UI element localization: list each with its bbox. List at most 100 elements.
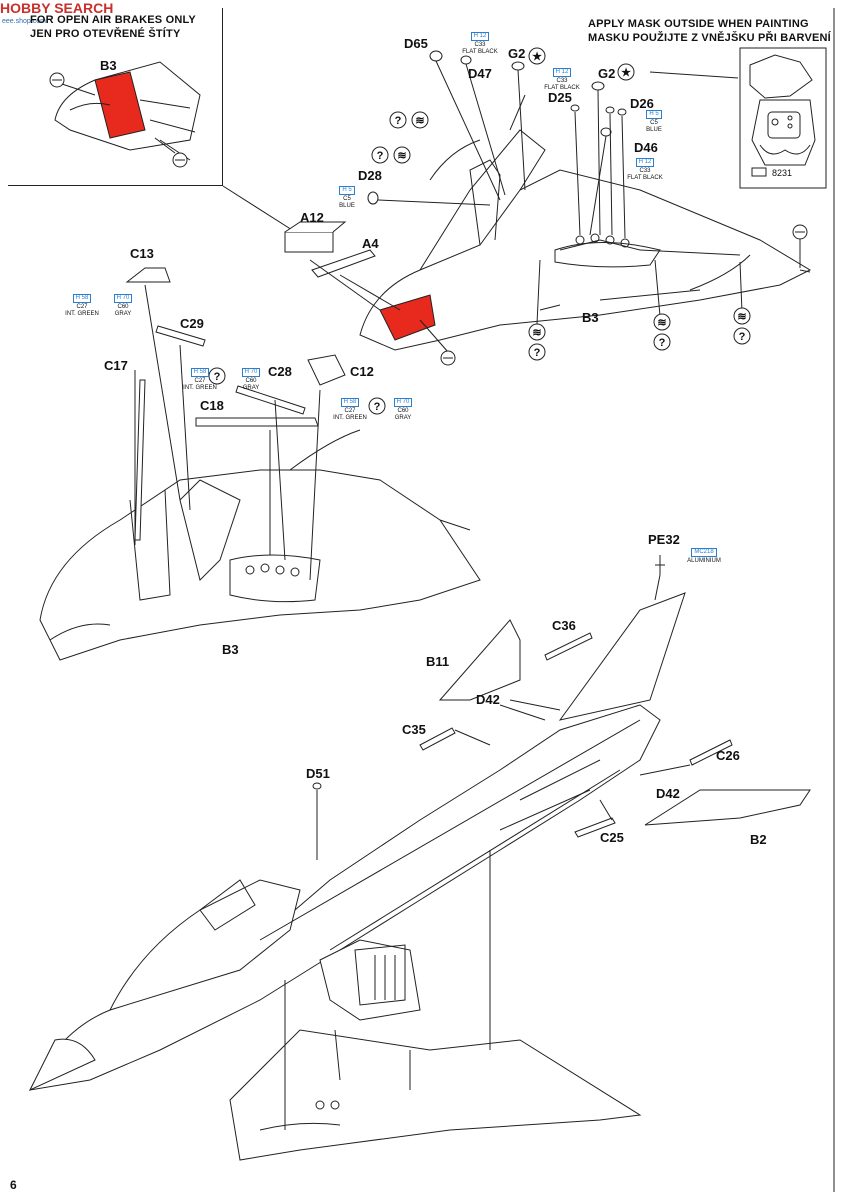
paint-code-2: C33 — [639, 168, 651, 174]
paint-name: GRAY — [242, 385, 260, 391]
decal-stripes-icon: ≋ — [532, 327, 541, 339]
paint-name: FLAT BLACK — [627, 175, 663, 181]
paint-name: INT. GREEN — [333, 415, 367, 421]
paint-callout-d65: H 12 C33 FLAT BLACK — [460, 32, 500, 56]
label-d28: D28 — [358, 168, 382, 183]
paint-callout-c28-gray: H 70 C60 GRAY — [236, 368, 266, 392]
decal-stripes-icon: ≋ — [737, 311, 746, 323]
paint-code-2: C5 — [650, 120, 658, 126]
label-d46: D46 — [634, 140, 658, 155]
star-insignia-icon: ★ — [621, 67, 631, 79]
label-a12: A12 — [300, 210, 324, 225]
paint-code-2: C27 — [194, 378, 206, 384]
label-d51: D51 — [306, 766, 330, 781]
paint-code: H 58 — [72, 294, 92, 303]
paint-code: H 12 — [552, 68, 572, 77]
paint-code: MC218 — [691, 548, 717, 557]
label-d25: D25 — [548, 90, 572, 105]
paint-code: H 70 — [241, 368, 261, 377]
inset-panel — [8, 8, 223, 186]
paint-code: H 12 — [635, 158, 655, 167]
label-b3-top: B3 — [582, 310, 599, 325]
paint-code-2: C60 — [117, 304, 129, 310]
mask-sheet-number: 8231 — [772, 168, 793, 178]
label-c25: C25 — [600, 830, 624, 845]
paint-callout-c12-green: H 58 C27 INT. GREEN — [330, 398, 370, 422]
label-c26: C26 — [716, 748, 740, 763]
aircraft-drawing — [28, 555, 811, 1161]
help-circle-icon: ? — [534, 347, 541, 359]
paint-name: FLAT BLACK — [544, 85, 580, 91]
paint-name: ALUMINIUM — [687, 558, 721, 564]
label-c17: C17 — [104, 358, 128, 373]
help-circle-icon: ? — [395, 115, 402, 127]
paint-callout-c13-green: H 58 C27 INT. GREEN — [62, 294, 102, 318]
label-c29: C29 — [180, 316, 204, 331]
label-b2: B2 — [750, 832, 767, 847]
paint-callout-c28-green: H 58 C27 INT. GREEN — [180, 368, 220, 392]
paint-code-2: C5 — [343, 196, 351, 202]
inset-note-en: FOR OPEN AIR BRAKES ONLY — [30, 14, 196, 26]
paint-code: H 58 — [190, 368, 210, 377]
paint-callout-d28: H 5 C5 BLUE — [334, 186, 360, 210]
paint-name: GRAY — [114, 311, 132, 317]
upper-assembly-drawing — [284, 50, 812, 353]
paint-name: INT. GREEN — [183, 385, 217, 391]
paint-callout-c12-gray: H 70 C60 GRAY — [388, 398, 418, 422]
paint-callout-c13-gray: H 70 C60 GRAY — [108, 294, 138, 318]
label-c12: C12 — [350, 364, 374, 379]
mask-sheet-drawing — [649, 47, 827, 189]
paint-name: INT. GREEN — [65, 311, 99, 317]
label-pe32: PE32 — [648, 532, 680, 547]
help-circle-icon: ? — [374, 401, 381, 413]
middle-assembly-drawing — [39, 267, 481, 661]
decal-stripes-icon: ≋ — [415, 115, 424, 127]
label-d42-b: D42 — [656, 786, 680, 801]
label-c18: C18 — [200, 398, 224, 413]
label-g2-b: G2 — [598, 66, 616, 81]
star-insignia-icon: ★ — [532, 51, 542, 63]
label-c36: C36 — [552, 618, 576, 633]
label-g2-a: G2 — [508, 46, 526, 61]
label-c13: C13 — [130, 246, 154, 261]
paint-code-2: C33 — [556, 78, 568, 84]
instruction-icons — [208, 47, 808, 415]
paint-name: FLAT BLACK — [462, 49, 498, 55]
help-circle-icon: ? — [377, 150, 384, 162]
paint-code-2: C60 — [397, 408, 409, 414]
label-d65: D65 — [404, 36, 428, 51]
paint-name: GRAY — [394, 415, 412, 421]
paint-code: H 5 — [339, 186, 355, 195]
paint-code-2: C27 — [76, 304, 88, 310]
decal-stripes-icon: ≋ — [657, 317, 666, 329]
watermark-logo: HOBBY SEARCH — [0, 0, 114, 16]
label-d47: D47 — [468, 66, 492, 81]
paint-callout-pe32: MC218 ALUMINIUM — [680, 548, 728, 565]
paint-code-2: C60 — [245, 378, 257, 384]
paint-code: H 70 — [393, 398, 413, 407]
label-b3-mid: B3 — [222, 642, 239, 657]
label-b3-inset: B3 — [100, 58, 117, 73]
paint-name: BLUE — [646, 127, 662, 133]
help-circle-icon: ? — [739, 331, 746, 343]
mask-note-en: APPLY MASK OUTSIDE WHEN PAINTING — [588, 18, 809, 30]
inset-note-cz: JEN PRO OTEVŘENÉ ŠTÍTY — [30, 28, 181, 40]
label-b11: B11 — [426, 654, 450, 669]
watermark-site: eee.shop.com — [2, 18, 46, 25]
label-c28: C28 — [268, 364, 292, 379]
page-number: 6 — [10, 1178, 17, 1192]
label-a4: A4 — [362, 236, 379, 251]
label-d26: D26 — [630, 96, 654, 111]
help-circle-icon: ? — [659, 337, 666, 349]
paint-code: H 5 — [646, 110, 662, 119]
paint-code-2: C27 — [344, 408, 356, 414]
inset-airbrake-drawing — [49, 61, 201, 168]
label-c35: C35 — [402, 722, 426, 737]
mask-note-cz: MASKU POUŽIJTE Z VNĚJŠKU PŘI BARVENÍ — [588, 32, 831, 44]
paint-code: H 70 — [113, 294, 133, 303]
help-circle-icon: ? — [214, 371, 221, 383]
paint-callout-d26: H 5 C5 BLUE — [640, 110, 668, 134]
paint-callout-d25: H 12 C33 FLAT BLACK — [542, 68, 582, 92]
paint-code-2: C33 — [474, 42, 486, 48]
